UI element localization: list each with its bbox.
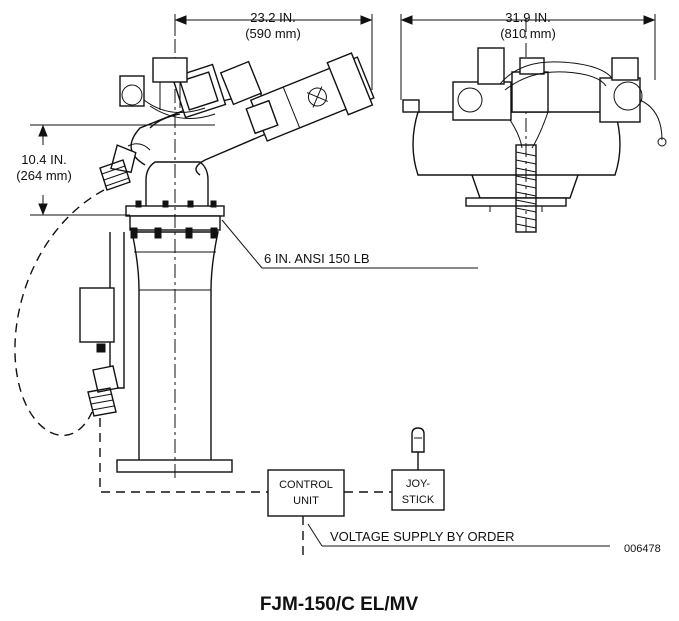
dimension-side-width [174,14,373,90]
monitor-front-view [402,18,667,233]
monitor-head-side-view [99,52,375,191]
control-unit-box [267,469,345,517]
cable-to-control-unit [99,418,268,493]
lower-cable-gland [87,365,119,417]
control-unit-label-line1: CONTROL [279,479,333,491]
voltage-supply-label: VOLTAGE SUPPLY BY ORDER [330,529,514,544]
dimension-front-width [400,14,656,100]
height-mm: (264 mm) [16,168,72,183]
cable-loop-dashed [14,189,105,437]
joystick-label-line1: JOY- [406,478,430,490]
upper-cable-gland [99,144,137,191]
dimension-height [30,124,215,216]
flange-leader-line [221,219,263,269]
joystick-label-line2: STICK [402,494,435,506]
drawing-title: FJM-150/C EL/MV [260,594,419,615]
flange-label: 6 IN. ANSI 150 LB [264,251,370,266]
coiled-cable [515,144,537,233]
height-inches: 10.4 IN. [21,152,67,167]
voltage-supply-leader [307,523,323,547]
control-unit-label-line2: UNIT [293,495,319,507]
flange-bolts [130,200,218,239]
pedestal-side-view [79,14,233,480]
front-width-mm: (810 mm) [500,26,556,41]
joystick-box [391,469,445,511]
front-width-inches: 31.9 IN. [505,10,551,25]
drawing-number: 006478 [624,543,661,555]
joystick-handle [411,427,425,470]
side-width-inches: 23.2 IN. [250,10,296,25]
side-width-mm: (590 mm) [245,26,301,41]
